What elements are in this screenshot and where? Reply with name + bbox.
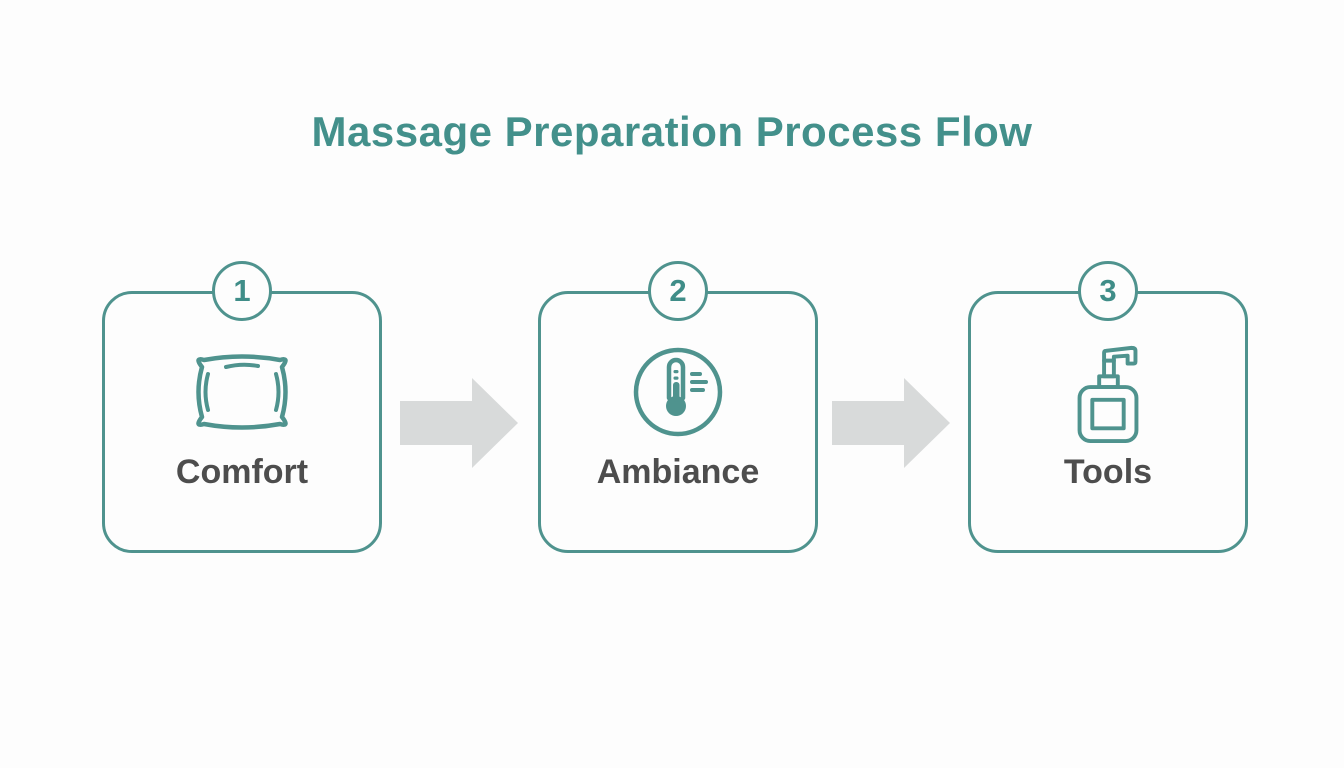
step-card-ambiance: 2 Ambiance (538, 261, 818, 553)
step-number-badge: 2 (648, 261, 708, 321)
step-icon-wrap (541, 340, 815, 444)
step-card-tools: 3 Tools (968, 261, 1248, 553)
lotion-pump-bottle-icon (1077, 345, 1139, 443)
step-icon-wrap (105, 340, 379, 444)
arrow-right-icon (400, 378, 518, 468)
diagram-title: Massage Preparation Process Flow (311, 108, 1033, 155)
step-card-comfort: 1 Comfort (102, 261, 382, 553)
step-number-badge: 1 (212, 261, 272, 321)
arrow-right-icon (832, 378, 950, 468)
step-label: Tools (1063, 453, 1153, 491)
step-icon-wrap (971, 340, 1245, 444)
step-number-badge: 3 (1078, 261, 1138, 321)
pillow-icon (196, 354, 288, 430)
step-label: Ambiance (596, 453, 760, 491)
thermometer-icon (633, 347, 723, 437)
step-label: Comfort (175, 453, 309, 491)
